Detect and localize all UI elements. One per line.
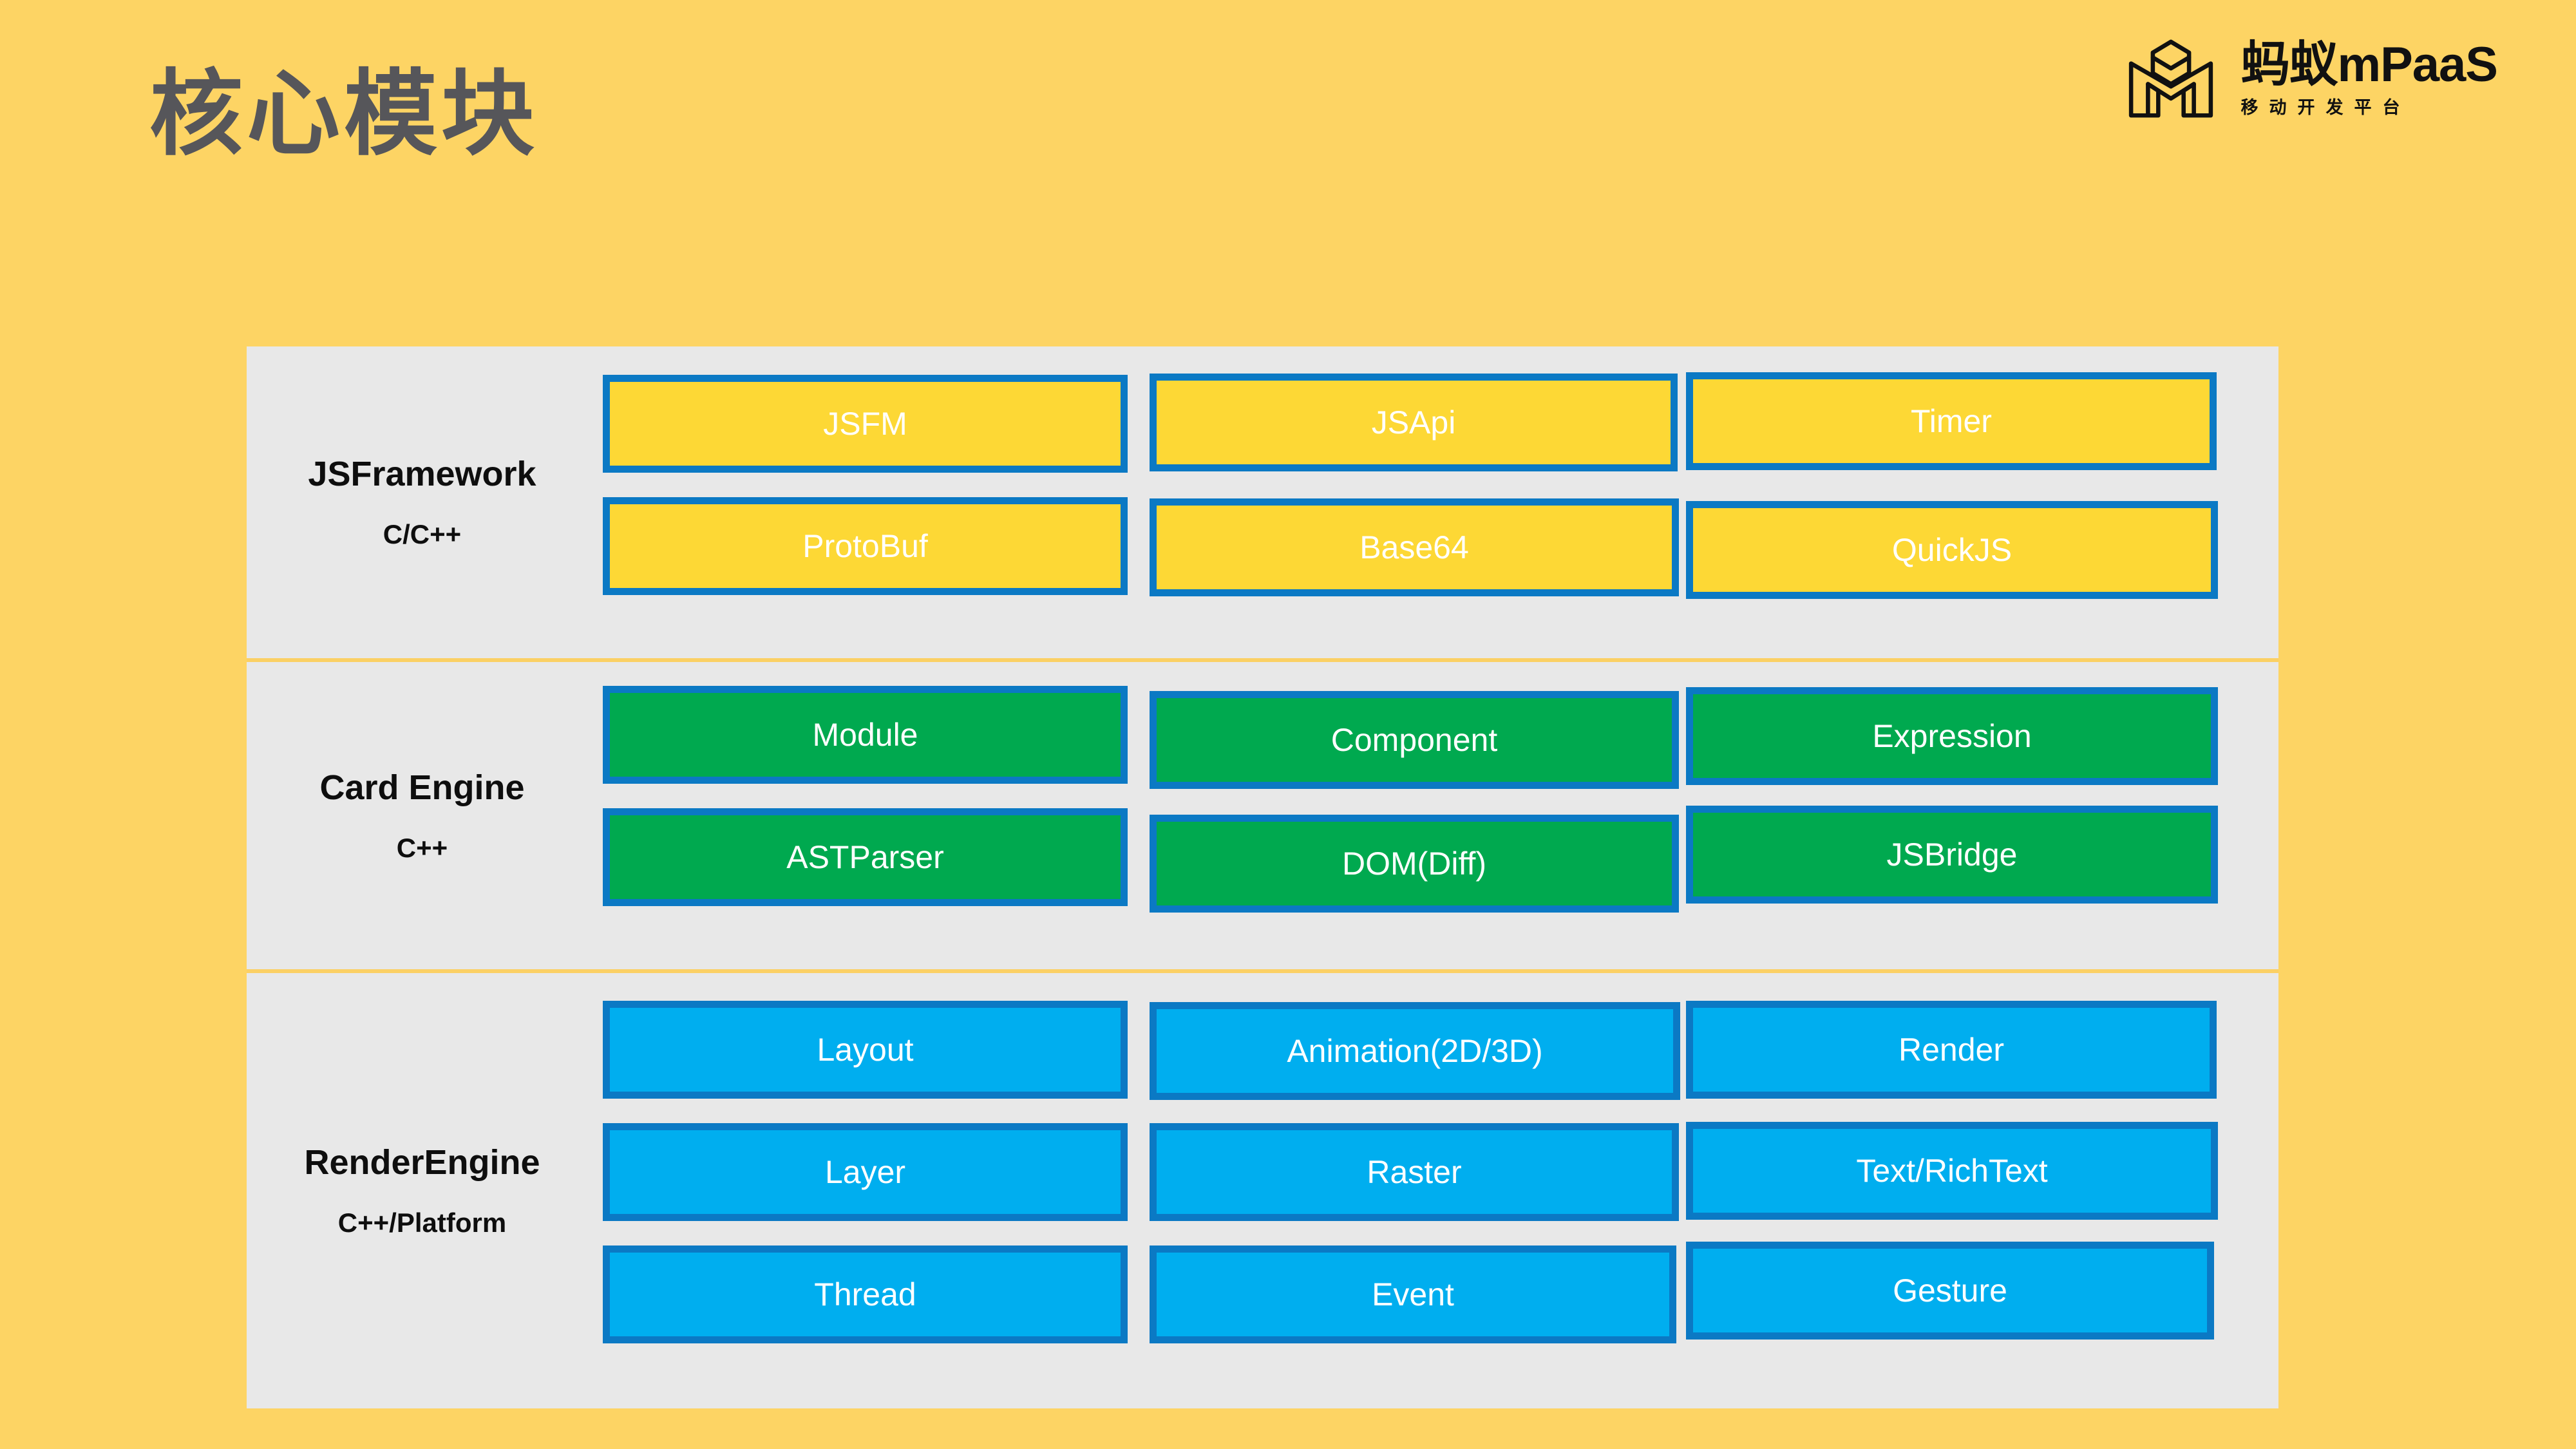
layer-name: RenderEngine <box>304 1143 540 1182</box>
module-box[interactable]: Base64 <box>1150 498 1679 596</box>
module-box[interactable]: Component <box>1150 691 1679 789</box>
module-box[interactable]: Module <box>603 686 1128 784</box>
module-box[interactable]: Timer <box>1686 372 2217 470</box>
module-box[interactable]: Event <box>1150 1245 1676 1343</box>
module-box[interactable]: ASTParser <box>603 808 1128 906</box>
brand-logo: 蚂蚁mPaaS 移动开发平台 <box>2123 31 2498 128</box>
brand-text-block: 蚂蚁mPaaS 移动开发平台 <box>2240 37 2498 118</box>
layer-language: C/C++ <box>383 519 462 549</box>
layer-language: C++/Platform <box>337 1208 507 1238</box>
module-box[interactable]: JSBridge <box>1686 806 2218 904</box>
module-box[interactable]: ProtoBuf <box>603 497 1128 595</box>
module-box[interactable]: Expression <box>1686 687 2218 785</box>
module-box[interactable]: Layer <box>603 1123 1128 1221</box>
brand-tagline: 移动开发平台 <box>2240 97 2411 117</box>
module-box[interactable]: Gesture <box>1686 1242 2214 1340</box>
module-box[interactable]: QuickJS <box>1686 501 2218 599</box>
mpaas-m-hexagon-logo-icon <box>2123 31 2219 128</box>
module-box[interactable]: JSFM <box>603 375 1128 473</box>
module-box[interactable]: Text/RichText <box>1686 1122 2218 1220</box>
brand-name: 蚂蚁mPaaS <box>2240 37 2498 92</box>
module-box[interactable]: DOM(Diff) <box>1150 815 1679 913</box>
module-box[interactable]: Layout <box>603 1001 1128 1099</box>
layer-name: Card Engine <box>319 768 525 807</box>
layer-name: JSFramework <box>308 455 536 493</box>
module-box[interactable]: Raster <box>1150 1123 1679 1221</box>
module-box[interactable]: Animation(2D/3D) <box>1150 1002 1680 1100</box>
module-box[interactable]: JSApi <box>1150 374 1678 471</box>
page-title: 核心模块 <box>149 62 538 166</box>
layer-language: C++ <box>396 832 448 863</box>
module-box[interactable]: Thread <box>603 1245 1128 1343</box>
module-box[interactable]: Render <box>1686 1001 2217 1099</box>
